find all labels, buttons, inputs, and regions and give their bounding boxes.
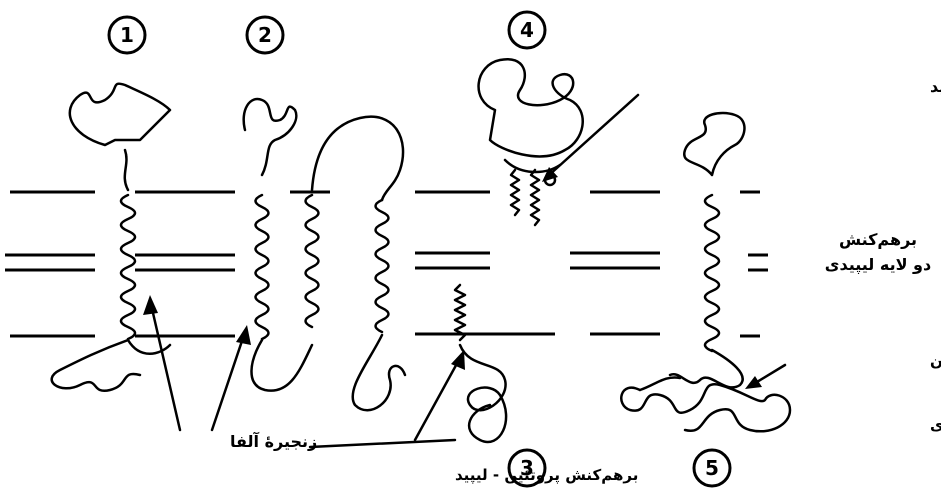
- number-circle-1: 1: [107, 15, 147, 55]
- label-peripheral-protein: پروتئین حاشیه‌ای: [930, 416, 941, 435]
- number-3: 3: [520, 456, 534, 480]
- protein-3: [453, 283, 508, 444]
- number-circle-5: 5: [692, 448, 732, 488]
- number-2: 2: [258, 23, 272, 47]
- number-5: 5: [705, 456, 719, 480]
- labels: برهم‌کنش لیپید -اولیگوساکارید برهم‌کنش د…: [230, 77, 941, 485]
- number-circle-3: 3: [507, 448, 547, 488]
- number-1: 1: [120, 23, 134, 47]
- protein-2: [242, 97, 407, 412]
- label-protein-lipid: برهم‌کنش پروتئین - لیپید: [455, 466, 638, 485]
- number-circle-2: 2: [245, 15, 285, 55]
- protein-5: [620, 111, 792, 433]
- label-bilayer-interaction-1: برهم‌کنش: [839, 230, 917, 249]
- number-4: 4: [520, 18, 534, 42]
- label-protein-protein: پروتئین -پروتئین: [930, 351, 941, 370]
- label-overline: [308, 438, 457, 449]
- label-lipid-oligosaccharide: برهم‌کنش لیپید -اولیگوساکارید: [930, 77, 941, 97]
- label-alpha-chain: زنجیرهٔ آلفا: [230, 431, 317, 451]
- protein-4: [477, 57, 584, 227]
- number-circle-4: 4: [507, 10, 547, 50]
- number-markers: 1 2 3 4 5: [107, 10, 732, 488]
- arrows: [143, 93, 787, 442]
- membrane-lines: [5, 190, 768, 338]
- label-bilayer-interaction-2: دو لایه لیپیدی: [825, 255, 931, 275]
- protein-1: [50, 82, 172, 393]
